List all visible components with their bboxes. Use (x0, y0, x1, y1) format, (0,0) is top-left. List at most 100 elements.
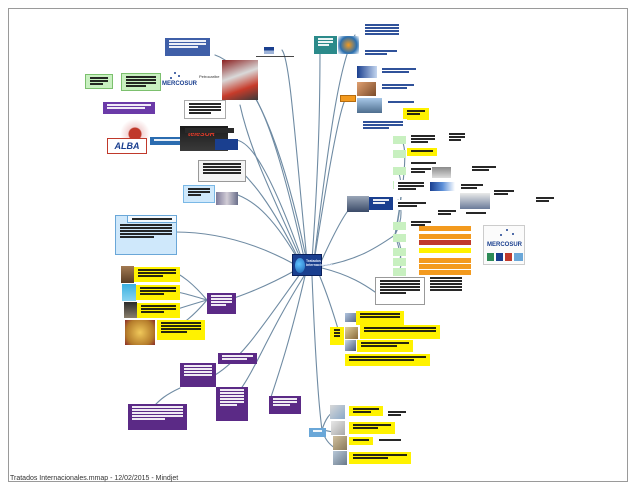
purple-bottom-node-4[interactable] (216, 387, 248, 421)
note-right-top-1[interactable] (361, 22, 403, 44)
photo-thumbnail-14 (345, 313, 356, 322)
yellow-right-row-3[interactable] (357, 340, 413, 352)
petrocaribe-label: Petrocaribe (199, 74, 220, 79)
right-lower-table[interactable] (375, 277, 425, 305)
branch-to-purple-bottom-left (214, 273, 301, 376)
branch-to-right-image (319, 204, 356, 265)
yellow-right-row-4[interactable] (345, 354, 430, 366)
page-border (8, 8, 628, 482)
note-right-mid-1[interactable] (378, 66, 420, 78)
green-label-3[interactable] (393, 167, 406, 175)
green-label-6[interactable] (393, 234, 406, 242)
yellow-bottom-row-3[interactable] (349, 437, 373, 445)
photo-thumbnail-17 (330, 405, 345, 419)
note-blue-strip[interactable] (215, 139, 238, 150)
flag-icon (264, 47, 274, 54)
green-label-7[interactable] (393, 248, 406, 256)
note-right-mid-2[interactable] (378, 82, 418, 94)
row-note-1[interactable] (407, 133, 439, 149)
photo-thumbnail-16 (345, 340, 356, 351)
row-note-3[interactable] (407, 160, 440, 166)
purple-bottom-node-1[interactable] (218, 353, 257, 364)
note-dark-strip[interactable] (185, 128, 234, 133)
yellow-right-row-2[interactable] (360, 325, 440, 339)
blue-bottom-right-node[interactable] (309, 428, 326, 437)
cyan-panel-inner[interactable] (127, 215, 177, 223)
row-note-7[interactable] (434, 208, 460, 220)
note-cyan-small[interactable] (183, 185, 215, 203)
yellow-card-2[interactable] (136, 285, 180, 300)
note-green-2[interactable] (121, 73, 161, 91)
yellow-bottom-row-1[interactable] (349, 406, 383, 416)
sub-bottom-left-1 (154, 387, 181, 406)
green-label-1[interactable] (393, 136, 406, 144)
photo-thumbnail-4 (124, 302, 137, 318)
mercosur-top-label: MERCOSUR (162, 81, 198, 87)
orange-row-1[interactable] (419, 226, 471, 231)
row-note-5b[interactable] (457, 182, 487, 194)
branch-to-bottom-right (311, 275, 323, 431)
photo-thumbnail-12 (430, 182, 455, 191)
yellow-card-1[interactable] (134, 267, 180, 282)
news-box[interactable] (198, 160, 246, 182)
orange-row-4[interactable] (419, 264, 471, 269)
orange-row-3[interactable] (419, 258, 471, 263)
note-green-1[interactable] (85, 74, 113, 89)
white-bottom-row-2[interactable] (375, 437, 405, 445)
row-note-5d[interactable] (532, 195, 558, 207)
yellow-right-node[interactable] (330, 327, 344, 345)
white-bottom-row-1[interactable] (384, 409, 410, 419)
flag-node-top[interactable] (256, 47, 296, 61)
right-lower-list[interactable] (426, 275, 466, 305)
yellow-right-row-1[interactable] (356, 311, 404, 325)
note-right-top-2[interactable] (361, 48, 401, 60)
red-row-1[interactable] (419, 240, 471, 245)
blue-node-right[interactable] (369, 197, 393, 210)
branch-to-orange-node (313, 99, 346, 263)
alba-caption[interactable] (150, 137, 184, 145)
mercosur-logo-top: MERCOSUR (160, 72, 200, 92)
footer-label: Tratados Internacionales.mmap - 12/02/20… (10, 475, 179, 482)
note-top-left[interactable] (165, 38, 210, 56)
teal-node-top[interactable] (314, 36, 337, 54)
photo-thumbnail-15 (345, 327, 358, 339)
row-note-6[interactable] (394, 200, 430, 210)
row-note-2[interactable] (407, 148, 437, 156)
purple-center-node[interactable] (207, 293, 236, 314)
note-right-mid-4[interactable] (359, 119, 407, 133)
branch-to-telesur-text (239, 104, 303, 263)
yellow-card-4[interactable] (157, 320, 205, 340)
orange-row-2[interactable] (419, 234, 471, 239)
yellow-card-3[interactable] (137, 303, 180, 318)
row-note-4[interactable] (407, 166, 435, 178)
note-right-mid-3[interactable] (384, 99, 418, 108)
row-note-7b[interactable] (462, 210, 490, 216)
row-note-1b[interactable] (445, 131, 469, 146)
mercosur-right-label: MERCOSUR (487, 242, 523, 248)
photo-thumbnail-5 (125, 320, 155, 345)
branch-to-purple-bottom-center (239, 275, 305, 391)
photo-thumbnail-8 (357, 82, 376, 96)
telesur-text-block[interactable] (184, 100, 226, 119)
yellow-row-1[interactable] (419, 248, 471, 253)
green-label-8[interactable] (393, 258, 406, 266)
orange-node[interactable] (340, 95, 356, 102)
green-label-9[interactable] (393, 268, 406, 276)
row-note-5c[interactable] (490, 188, 518, 200)
row-note-4b[interactable] (468, 164, 500, 176)
central-topic[interactable]: Tratados Internacionales (292, 254, 332, 276)
note-purple-top[interactable] (103, 102, 155, 114)
row-note-8[interactable] (407, 219, 435, 229)
branch-to-petro-image (239, 81, 306, 263)
row-note-5[interactable] (394, 180, 428, 197)
orange-row-5[interactable] (419, 270, 471, 275)
purple-bottom-node-5[interactable] (269, 396, 301, 414)
yellow-bottom-row-4[interactable] (349, 452, 411, 464)
purple-bottom-node-3[interactable] (128, 404, 187, 430)
purple-bottom-node-2[interactable] (180, 363, 216, 387)
green-label-5[interactable] (393, 222, 406, 230)
green-label-2[interactable] (393, 150, 406, 158)
yellow-note-right[interactable] (403, 108, 429, 120)
yellow-bottom-row-2[interactable] (349, 422, 395, 434)
